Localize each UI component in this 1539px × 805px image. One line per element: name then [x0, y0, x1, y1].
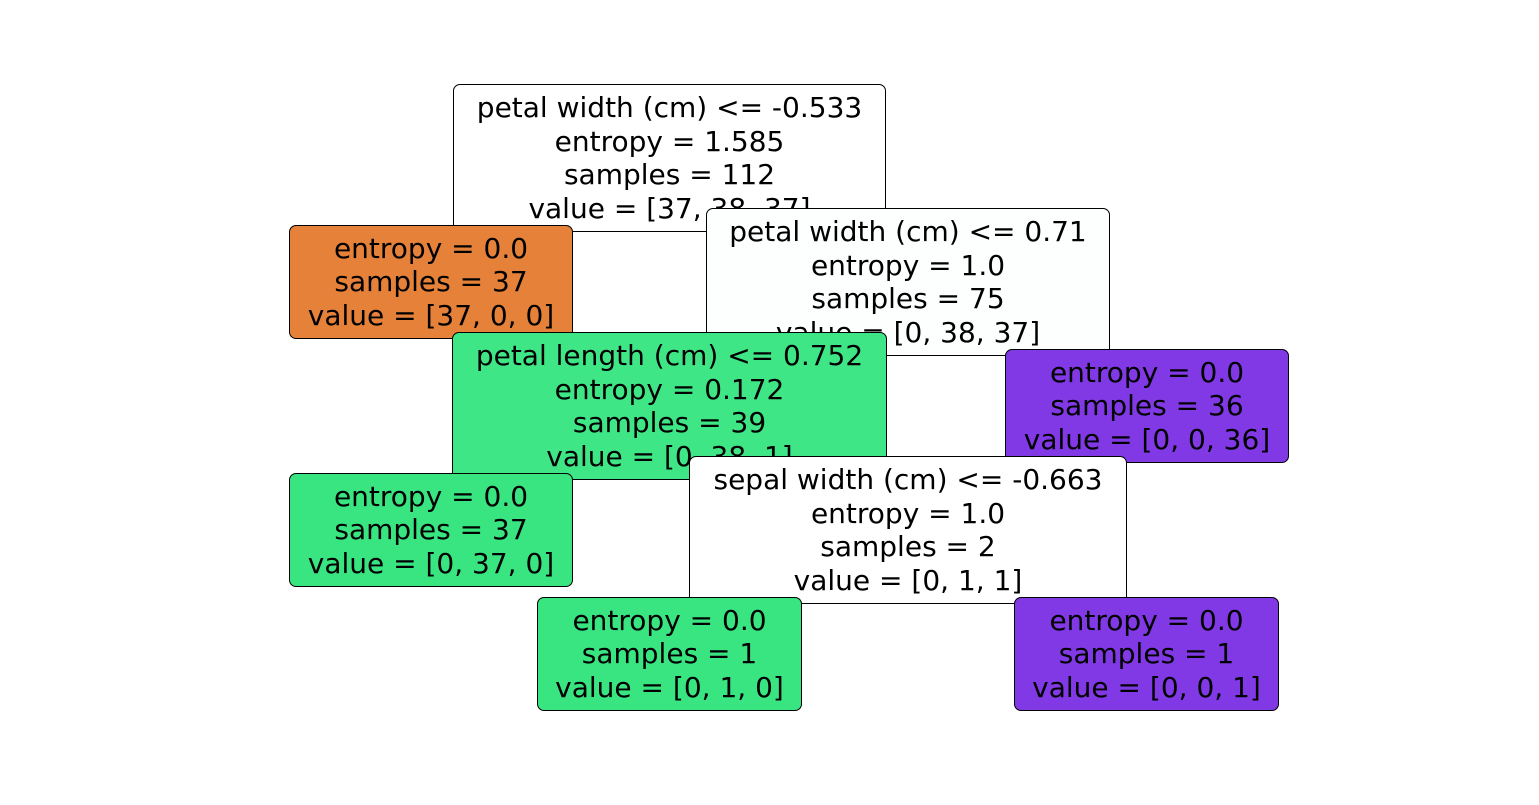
- tree-node-sepal-width-split: sepal width (cm) <= -0.663 entropy = 1.0…: [689, 456, 1127, 604]
- node-samples: samples = 37: [334, 513, 528, 547]
- node-value: value = [37, 0, 0]: [307, 298, 555, 332]
- node-samples: samples = 1: [581, 637, 758, 671]
- node-value: value = [0, 1, 1]: [793, 563, 1023, 597]
- tree-node-leaf-class1-small: entropy = 0.0 samples = 1 value = [0, 1,…: [537, 597, 802, 711]
- node-entropy: entropy = 0.0: [333, 231, 529, 265]
- node-samples: samples = 2: [820, 530, 996, 563]
- node-entropy: entropy = 0.0: [1049, 355, 1245, 389]
- node-samples: samples = 112: [563, 158, 776, 191]
- tree-node-petal-length-split: petal length (cm) <= 0.752 entropy = 0.1…: [452, 332, 887, 480]
- node-split-rule: petal width (cm) <= 0.71: [729, 215, 1087, 248]
- node-samples: samples = 1: [1058, 637, 1235, 671]
- node-samples: samples = 37: [334, 265, 528, 299]
- node-value: value = [0, 37, 0]: [307, 546, 555, 580]
- tree-node-leaf-class2-large: entropy = 0.0 samples = 36 value = [0, 0…: [1005, 349, 1289, 463]
- node-entropy: entropy = 0.0: [572, 603, 767, 637]
- node-value: value = [0, 1, 0]: [555, 670, 784, 704]
- node-samples: samples = 36: [1050, 389, 1244, 423]
- node-entropy: entropy = 1.0: [810, 248, 1006, 282]
- node-entropy: entropy = 0.172: [554, 372, 785, 406]
- tree-node-leaf-class1-large: entropy = 0.0 samples = 37 value = [0, 3…: [289, 473, 573, 587]
- node-samples: samples = 75: [811, 282, 1005, 315]
- node-value: value = [0, 0, 36]: [1023, 422, 1271, 456]
- node-entropy: entropy = 1.0: [810, 496, 1006, 530]
- node-entropy: entropy = 0.0: [1049, 603, 1244, 637]
- node-value: value = [0, 0, 1]: [1032, 670, 1261, 704]
- node-split-rule: petal length (cm) <= 0.752: [475, 339, 864, 372]
- tree-node-leaf-class2-small: entropy = 0.0 samples = 1 value = [0, 0,…: [1014, 597, 1279, 711]
- node-split-rule: sepal width (cm) <= -0.663: [713, 463, 1103, 496]
- node-samples: samples = 39: [572, 406, 767, 439]
- node-split-rule: petal width (cm) <= -0.533: [476, 91, 863, 124]
- node-entropy: entropy = 0.0: [333, 479, 529, 513]
- tree-node-leaf-class0: entropy = 0.0 samples = 37 value = [37, …: [289, 225, 573, 339]
- node-entropy: entropy = 1.585: [554, 124, 785, 158]
- tree-node-root: petal width (cm) <= -0.533 entropy = 1.5…: [453, 84, 886, 232]
